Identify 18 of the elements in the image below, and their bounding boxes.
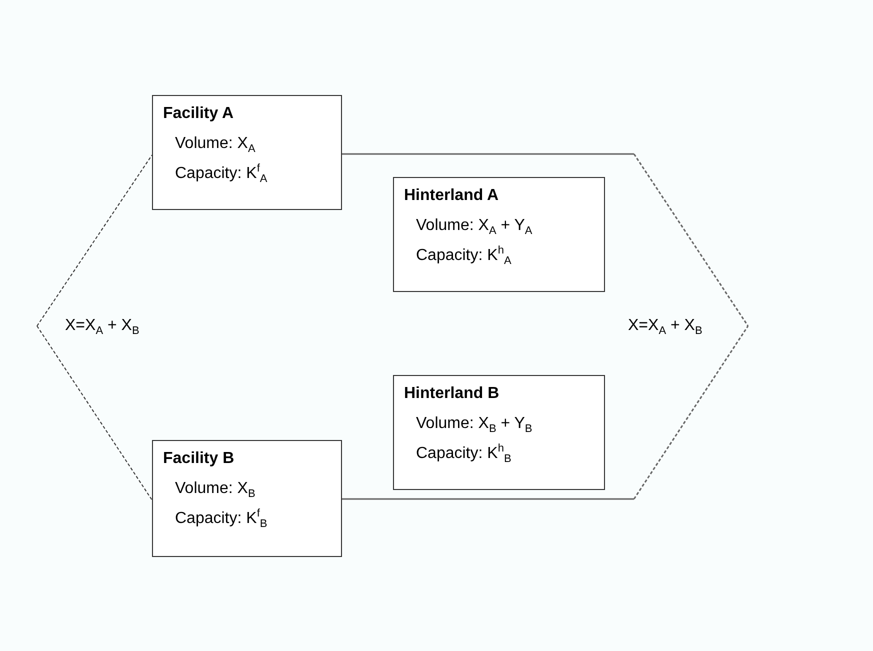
process-box — [393, 177, 605, 292]
connector-line — [342, 326, 749, 500]
process-box — [152, 95, 342, 210]
connector-line — [36, 154, 152, 326]
box-heading: Facility B — [163, 449, 236, 469]
box-text: Volume: X$_{A}$ — [174, 134, 256, 154]
formula-label: X=X$_{A}$ + X$_{B}$ — [65, 316, 140, 336]
box-heading: Hinterland B — [404, 384, 500, 404]
box-heading: Facility A — [163, 104, 235, 124]
box-text: Volume: X$_{B}$ — [174, 479, 256, 499]
process-box — [152, 440, 342, 557]
connector-line — [36, 326, 152, 500]
box-text: Volume: X$_{A}$ + Y$_{A}$ — [415, 216, 534, 236]
formula-label: X=X$_{A}$ + X$_{B}$ — [628, 316, 702, 336]
connector-line — [342, 153, 749, 326]
process-box — [393, 375, 605, 490]
box-heading: Hinterland A — [404, 186, 500, 206]
box-text: Volume: X$_{B}$ + Y$_{B}$ — [415, 414, 534, 434]
